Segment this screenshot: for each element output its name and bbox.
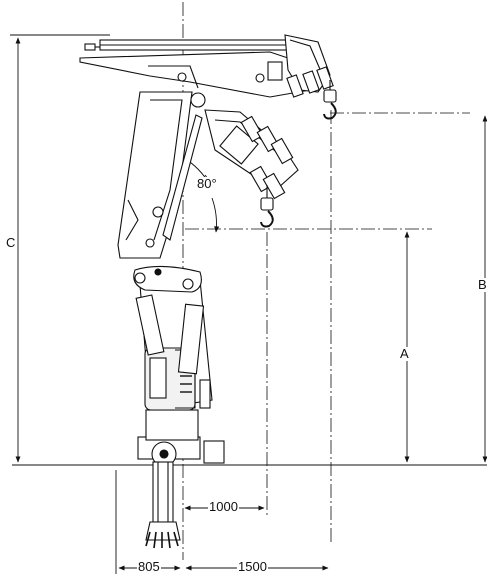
crane-drawing bbox=[79, 34, 337, 549]
dimension-lines bbox=[10, 34, 487, 574]
angle-label: 80° bbox=[196, 176, 218, 191]
dimension-a-label: A bbox=[399, 346, 410, 361]
dimension-c-label: C bbox=[5, 235, 17, 250]
lift-cylinder bbox=[162, 114, 203, 241]
dimension-805-label: 805 bbox=[137, 559, 161, 574]
outer-boom bbox=[79, 51, 311, 98]
dimension-1000-label: 1000 bbox=[208, 499, 239, 514]
extension-top bbox=[267, 34, 334, 98]
base-foot-right bbox=[203, 440, 225, 464]
dimension-b-label: B bbox=[477, 277, 487, 292]
slew-housing bbox=[145, 409, 199, 441]
extension-lowered bbox=[204, 109, 299, 200]
cylinder-left bbox=[135, 294, 165, 356]
dimension-1500-label: 1500 bbox=[237, 559, 268, 574]
cylinder-right bbox=[177, 303, 205, 375]
leg-foot bbox=[145, 521, 181, 541]
lower-hook bbox=[260, 185, 274, 228]
top-hook bbox=[323, 80, 337, 120]
column-leg bbox=[152, 461, 174, 523]
